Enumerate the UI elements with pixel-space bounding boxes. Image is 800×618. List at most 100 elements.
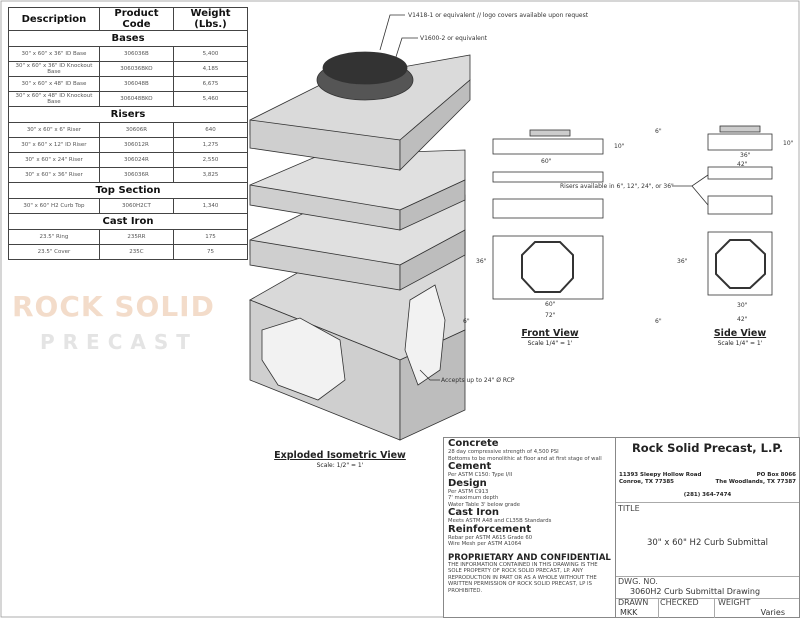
note: Per ASTM C913 [448,488,489,495]
section-title: Bases [8,30,248,47]
address-line1: 11393 Sleepy Hollow Road [619,472,702,478]
dwg-number: 3060H2 Curb Submittal Drawing [630,587,761,596]
section-row: Bases [8,30,248,47]
cell-description: 30" x 60" x 48" ID Base [8,76,100,92]
note: Wire Mesh per ASTM A1064 [448,541,522,547]
title-label: TITLE [616,502,799,515]
cell-description: 23.5" Cover [8,244,100,260]
cell-product-code: 306024R [98,152,175,168]
ring-callout: V1600-2 or equivalent [420,35,488,42]
section-title: Top Section [8,182,248,199]
side-view [707,125,773,296]
cell-weight: 2,550 [173,152,248,168]
note: 28 day compressive strength of 4,500 PSI [448,449,559,455]
proprietary-text: THE INFORMATION CONTAINED IN THIS DRAWIN… [448,561,598,594]
front-view [492,129,604,300]
cell-description: 30" x 60" x 48" ID Knockout Base [8,91,100,107]
leader-lines [379,14,709,381]
dim-36: 36" [476,258,487,265]
drawn-label: DRAWN [618,598,649,607]
material-notes: Concrete 28 day compressive strength of … [443,437,615,618]
cell-description: 30" x 60" H2 Curb Top [8,198,100,214]
cell-description: 23.5" Ring [8,229,100,245]
cell-weight: 1,275 [173,137,248,153]
address-line2: Conroe, TX 77385 [619,479,674,485]
cell-product-code: 306048BKO [98,91,175,107]
col-weight: Weight (Lbs.) [173,7,248,31]
cell-product-code: 30606R [98,122,175,138]
cell-weight: 3,825 [173,167,248,183]
checked-label: CHECKED [658,598,699,618]
cell-product-code: 306036R [98,167,175,183]
rcp-callout: Accepts up to 24" Ø RCP [441,377,515,384]
cell-product-code: 235RR [98,229,175,245]
note: Bottoms to be monolithic at floor and at… [448,455,602,462]
dim-30: 30" [737,302,748,309]
dim-60: 60" [541,158,552,165]
dim-36w: 36" [677,258,688,265]
dim-6a: 6" [463,318,470,325]
company-name: Rock Solid Precast, L.P. [631,441,784,455]
col-description: Description [8,7,100,31]
cell-weight: 6,675 [173,76,248,92]
note: Per ASTM C150: Type I/II [448,472,513,478]
po-line2: The Woodlands, TX 77387 [715,479,796,485]
iso-view-scale: Scale: 1/2" = 1' [316,462,364,469]
cell-weight: 175 [173,229,248,245]
col-product-code: Product Code [98,7,175,31]
cell-description: 30" x 60" x 6" Riser [8,122,100,138]
cell-description: 30" x 60" x 36" ID Knockout Base [8,61,100,77]
dim-42: 42" [737,161,748,168]
cell-product-code: 306036B [98,46,175,62]
note: Rebar per ASTM A615 Grade 60 [448,534,533,541]
cell-description: 30" x 60" x 36" ID Base [8,46,100,62]
po-line1: PO Box 8066 [756,472,796,478]
side-view-scale: Scale 1/4" = 1' [717,340,763,347]
watermark-logo: ROCK SOLID [12,290,215,323]
phone: (281) 364-7474 [683,492,732,498]
dim-60b: 60" [545,301,556,308]
dim-6b: 6" [655,128,662,135]
note: 7' maximum depth [448,495,499,501]
concrete-heading: Concrete [448,438,499,449]
title-block: Rock Solid Precast, L.P. 11393 Sleepy Ho… [615,437,800,618]
front-view-scale: Scale 1/4" = 1' [527,340,573,347]
cell-description: 30" x 60" x 12" ID Riser [8,137,100,153]
cell-weight: 4,185 [173,61,248,77]
risers-callout: Risers available in 6", 12", 24", or 36" [560,183,674,190]
side-view-title: Side View [713,328,767,339]
watermark-sub: PRECAST [40,330,198,354]
dwg-label: DWG. NO. [616,576,799,587]
cast-iron-heading: Cast Iron [448,507,499,518]
cell-product-code: 306036BKO [98,61,175,77]
cell-weight: 75 [173,244,248,260]
section-title: Risers [8,106,248,123]
weight-label: WEIGHT [714,598,750,618]
cell-description: 30" x 60" x 36" Riser [8,167,100,183]
proprietary-heading: PROPRIETARY AND CONFIDENTIAL [448,552,611,563]
dim-72: 72" [545,312,556,319]
section-row: Risers [8,106,248,123]
reinforcement-heading: Reinforcement [448,523,531,535]
table-header: Description Product Code Weight (Lbs.) [8,7,248,31]
section-row: Top Section [8,182,248,199]
section-title: Cast Iron [8,213,248,230]
cell-product-code: 306012R [98,137,175,153]
iso-top [249,51,471,171]
cell-weight: 5,460 [173,91,248,107]
cell-product-code: 3060H2CT [98,198,175,214]
cell-product-code: 235C [98,244,175,260]
cover-callout: V1418-1 or equivalent // logo covers ava… [408,12,589,19]
drawing-title: 30" x 60" H2 Curb Submittal [646,538,769,548]
product-table: Description Product Code Weight (Lbs.) B… [8,7,248,260]
